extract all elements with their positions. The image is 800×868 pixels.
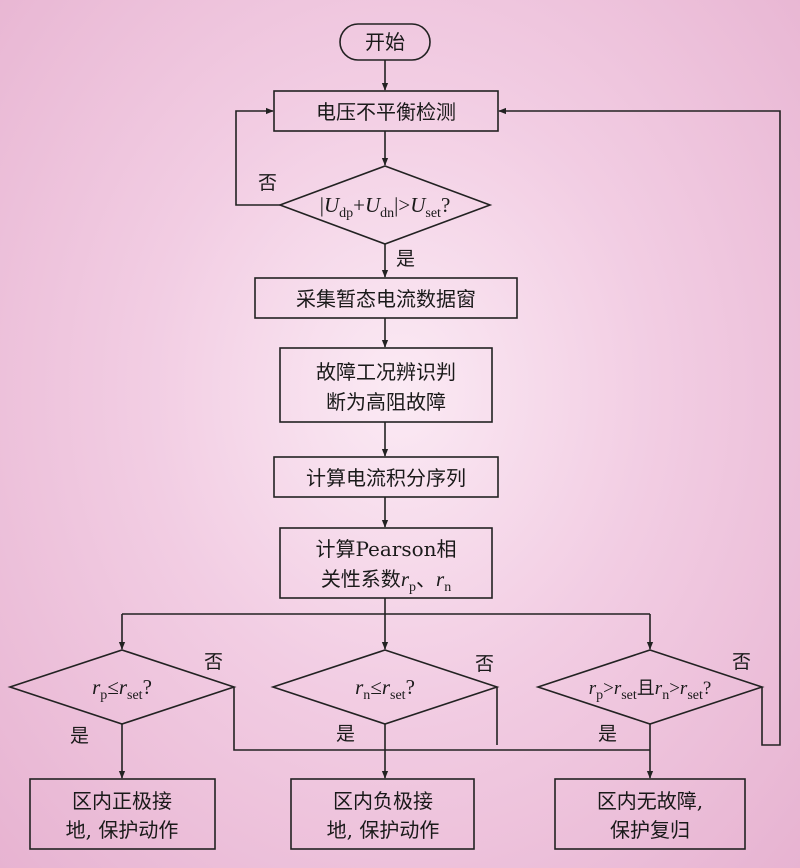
out-mid-line1: 区内负极接 (333, 789, 433, 813)
start-label: 开始 (365, 30, 405, 54)
collect-label: 采集暂态电流数据窗 (296, 287, 476, 311)
arrow-right-no-loop (498, 107, 781, 746)
main-condition-label: |Udp+Udn|>Uset? (320, 193, 451, 221)
out-mid-line2: 地, 保护动作 (327, 818, 440, 842)
out-right-line2: 保护复归 (610, 818, 690, 842)
left-condition-label: rp≤rset? (92, 675, 152, 703)
pearson-label-line1: 计算Pearson相 (315, 537, 456, 561)
main-decision-diamond (277, 165, 493, 245)
right-condition-label: rp>rset且rn>rset? (589, 678, 712, 703)
identify-label-line2: 断为高阻故障 (326, 390, 446, 414)
yes-label-left: 是 (70, 725, 89, 747)
yes-label-right: 是 (598, 723, 617, 745)
pearson-label-line2: 关性系数rp、rn (321, 567, 451, 595)
connector-left-no (233, 687, 650, 751)
integral-box (273, 456, 499, 498)
no-label-mid: 否 (475, 653, 494, 675)
arrow-no-loop-back (235, 107, 280, 206)
detect-label: 电压不平衡检测 (316, 100, 456, 124)
yes-label-mid: 是 (336, 723, 355, 745)
mid-condition-label: rn≤rset? (355, 675, 415, 703)
out-right-box (554, 778, 746, 850)
no-label-left: 否 (204, 651, 223, 673)
pearson-box (279, 527, 493, 599)
identify-label-line1: 故障工况辨识判 (316, 360, 456, 384)
out-left-line2: 地, 保护动作 (66, 818, 179, 842)
out-mid-box (290, 778, 475, 850)
no-label-right: 否 (732, 651, 751, 673)
out-left-box (29, 778, 216, 850)
identify-box (279, 347, 493, 423)
integral-label: 计算电流积分序列 (306, 466, 466, 490)
voltage-detect-box (273, 90, 499, 132)
collect-box (254, 277, 518, 319)
no-label-main: 否 (258, 172, 277, 194)
yes-label-main: 是 (396, 248, 415, 270)
out-left-line1: 区内正极接 (72, 789, 172, 813)
out-right-line1: 区内无故障, (597, 789, 703, 813)
